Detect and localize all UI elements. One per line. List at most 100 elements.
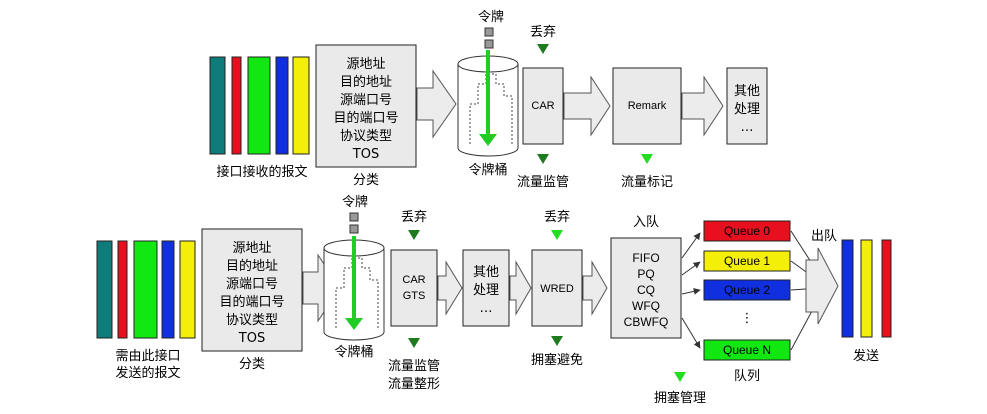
bottom-cargts-caption: 流量监管 (388, 359, 440, 374)
top-bucket-label: 令牌桶 (468, 162, 507, 178)
bottom-scheduler-line: CQ (637, 283, 655, 297)
token-square (349, 212, 359, 222)
bottom-other-line: 其他 (473, 265, 499, 280)
top-token-label: 令牌 (478, 9, 504, 25)
bottom-cargts-caption: 流量整形 (388, 377, 440, 392)
top-other-line: 处理 (734, 102, 760, 117)
packet-bar-yellow (292, 56, 310, 155)
packet-bar-blue (841, 239, 854, 338)
bottom-packets-line: 发送的报文 (115, 365, 180, 381)
bottom-classify-line: 目的端口号 (219, 294, 284, 310)
mark-triangle (674, 372, 686, 382)
enqueue-line (681, 287, 701, 295)
bottom-classify-box (201, 228, 303, 352)
top-other-box (726, 67, 768, 145)
bottom-wred-caption: 拥塞避免 (531, 352, 583, 368)
flow-arrow (509, 260, 532, 316)
enqueue-line (681, 232, 701, 259)
bottom-classify-line: 协议类型 (226, 313, 278, 328)
packet-bar-green (133, 240, 158, 339)
queue-1-label: Queue 1 (724, 254, 770, 268)
packet-bar-red (231, 56, 242, 155)
flow-arrow (681, 75, 724, 137)
bottom-classify-line: 目的地址 (226, 258, 278, 274)
top-classify-box (315, 44, 417, 168)
flow-arrow (437, 260, 463, 316)
top-remark-caption: 流量标记 (621, 175, 673, 190)
bottom-scheduler-line: WFQ (632, 299, 660, 313)
flow-arrow (582, 260, 608, 316)
top-car-box (522, 67, 564, 145)
drop-triangle (537, 154, 549, 164)
top-token-bucket (457, 50, 519, 157)
packet-bar-green (247, 56, 271, 155)
top-car-label: CAR (531, 100, 554, 112)
bottom-bucket-label: 令牌桶 (334, 344, 373, 360)
enqueue-line (681, 261, 701, 276)
top-classify-line: 源地址 (346, 57, 385, 72)
packet-bar-red (881, 239, 892, 338)
flow-arrow (805, 247, 839, 325)
queue-0-label: Queue 0 (724, 224, 770, 238)
bottom-scheduler-line: CBWFQ (624, 315, 669, 329)
top-car-caption: 流量监管 (517, 175, 569, 190)
packet-bar-teal (96, 240, 113, 339)
packet-bar-red (117, 240, 128, 339)
bottom-row: 需由此接口 发送的报文 源地址 目的地址 源端口号 目的端口号 协议类型 TOS… (96, 194, 892, 406)
top-classify-line: 协议类型 (340, 129, 392, 144)
queue-1-box (703, 250, 791, 272)
drop-triangle (408, 230, 420, 240)
bottom-drop-label-1: 丢弃 (401, 210, 427, 225)
bottom-token-bucket (323, 236, 385, 341)
packet-bar-blue (275, 56, 289, 155)
bottom-cargts-line: GTS (403, 290, 426, 302)
bottom-classify-line: TOS (238, 331, 265, 346)
bottom-other-box (462, 249, 510, 327)
bottom-classify-label: 分类 (239, 357, 265, 372)
drop-triangle (537, 44, 549, 54)
top-remark-label: Remark (628, 100, 667, 112)
drop-triangle (551, 230, 563, 240)
bottom-cargts-line: CAR (402, 274, 425, 286)
top-other-line: 其他 (734, 84, 760, 99)
top-classify-line: 目的地址 (340, 74, 392, 90)
mark-triangle (641, 154, 653, 164)
token-square (484, 39, 494, 49)
top-classify-line: 源端口号 (340, 93, 392, 108)
queue-n-box (703, 339, 791, 361)
top-classify-line: TOS (352, 147, 379, 162)
bottom-cargts-box (390, 249, 438, 327)
queue-2-label: Queue 2 (724, 283, 770, 297)
bottom-classify-line: 源端口号 (226, 277, 278, 292)
top-drop-label: 丢弃 (530, 25, 556, 40)
bottom-send-label: 发送 (853, 348, 879, 364)
packet-bar-teal (209, 56, 226, 155)
drop-triangle (551, 336, 563, 346)
queue-0-box (703, 220, 791, 242)
bottom-wred-box (531, 249, 583, 327)
bottom-enqueue-label: 入队 (633, 215, 659, 230)
top-remark-box (612, 67, 682, 145)
bottom-token-label: 令牌 (342, 194, 368, 210)
bottom-incoming-packets (96, 240, 196, 339)
top-classify-label: 分类 (353, 173, 379, 188)
bottom-scheduler-box (610, 237, 682, 339)
bottom-packets-line: 需由此接口 (115, 348, 180, 364)
bottom-wred-label: WRED (540, 283, 574, 295)
packet-bar-blue (161, 240, 175, 339)
queue-2-box (703, 279, 791, 301)
packet-bar-yellow (179, 240, 196, 339)
top-incoming-packets (209, 56, 310, 155)
flow-arrow (416, 69, 457, 139)
queue-n-label: Queue N (723, 343, 771, 357)
top-row: 接口接收的报文 源地址 目的地址 源端口号 目的端口号 协议类型 TOS 分类 … (209, 9, 768, 190)
bottom-scheduler-line: FIFO (632, 251, 659, 265)
packet-bar-yellow (860, 239, 873, 338)
bottom-scheduler-line: PQ (637, 267, 654, 281)
flow-arrow (563, 75, 611, 137)
bottom-drop-label-2: 丢弃 (544, 210, 570, 225)
top-classify-line: 目的端口号 (333, 110, 398, 126)
top-packets-label: 接口接收的报文 (216, 164, 307, 180)
bottom-scheduler-caption: 拥塞管理 (654, 390, 706, 406)
